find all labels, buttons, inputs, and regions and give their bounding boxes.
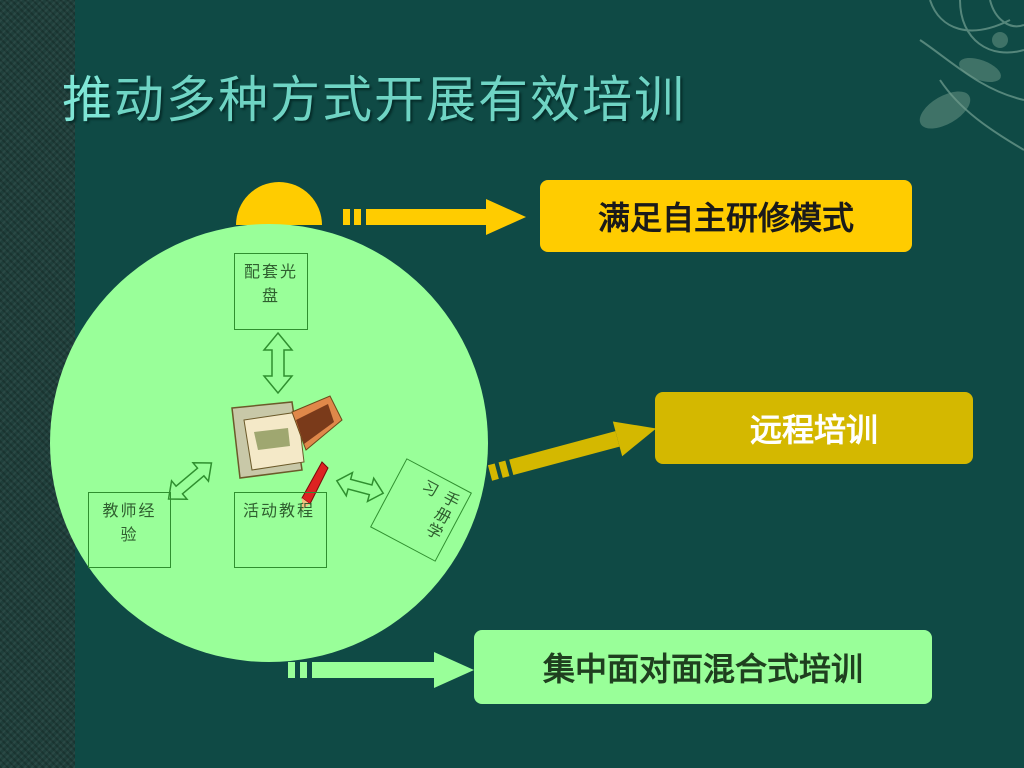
title-first-char: 推 (62, 71, 114, 129)
box-activity-course: 活动教程 (234, 492, 327, 568)
double-arrow-vertical (262, 331, 294, 395)
pill-remote-training: 远程培训 (655, 392, 973, 464)
box-cd: 配套光盘 (234, 253, 308, 330)
double-arrow-right (335, 471, 385, 503)
yellow-cap (236, 182, 322, 225)
title-rest: 动多种方式开展有效培训 (114, 71, 686, 129)
arrow-to-face-to-face (288, 652, 474, 688)
floral-corner-decoration (919, 0, 1024, 151)
pill-face-to-face-training: 集中面对面混合式培训 (474, 630, 932, 704)
open-book-icon (231, 395, 343, 479)
page-title: 推动多种方式开展有效培训 (62, 60, 686, 132)
pill-self-study: 满足自主研修模式 (540, 180, 912, 252)
double-arrow-left (167, 462, 213, 500)
pencil-icon (301, 461, 329, 510)
arrow-to-remote (487, 421, 657, 481)
box-teacher-experience: 教师经验 (88, 492, 171, 568)
arrow-to-self-study (343, 199, 526, 235)
